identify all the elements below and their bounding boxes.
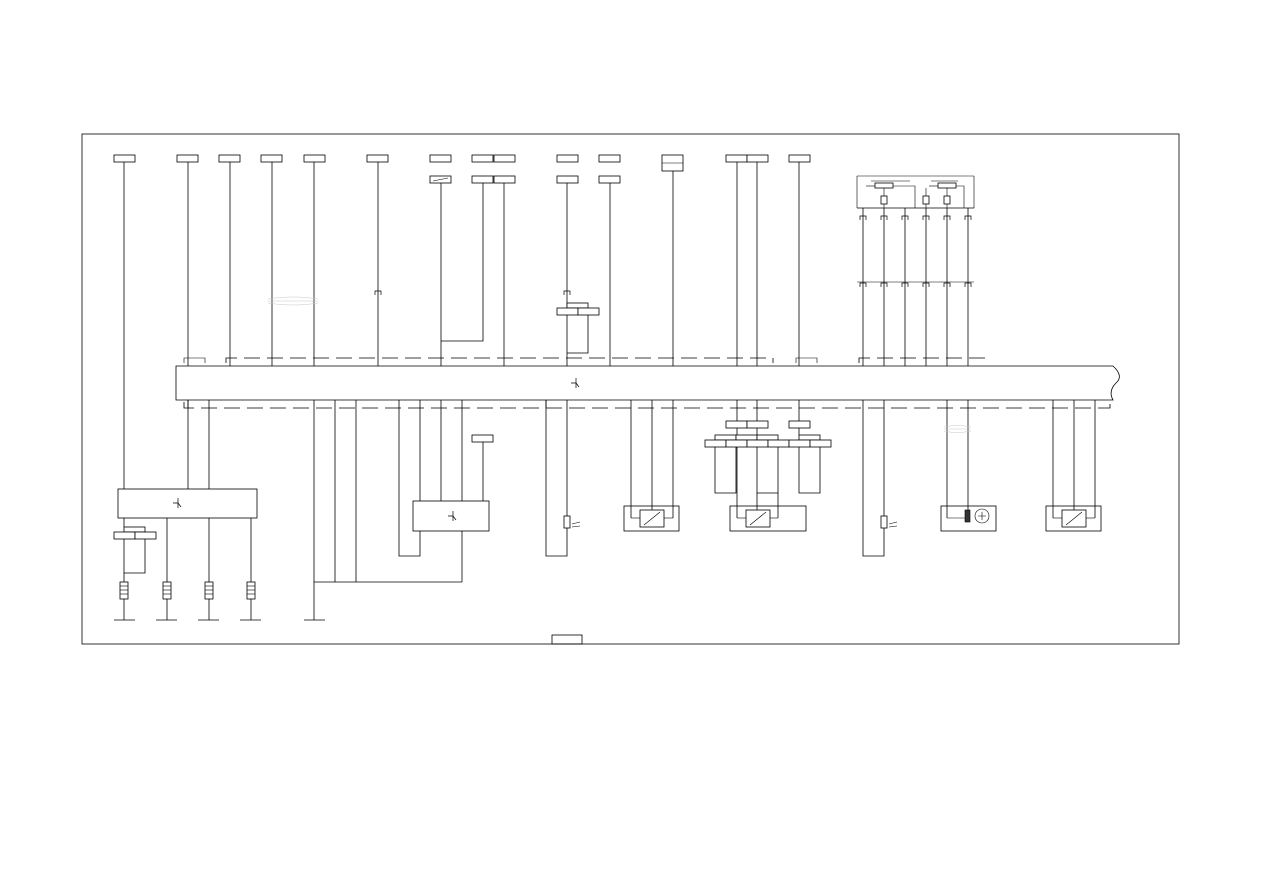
- resistor-icon: [162, 581, 172, 600]
- connector-tab: [493, 175, 516, 184]
- motor-icon: [964, 509, 971, 523]
- resistor-icon: [880, 195, 888, 205]
- connector-tab: [725, 154, 748, 163]
- temp-sensor-left: [545, 400, 581, 557]
- shield-bottom: [183, 402, 1111, 409]
- connector-tab: [556, 154, 579, 163]
- top-wires: [123, 162, 800, 489]
- control-module: [117, 488, 258, 519]
- connector-tab: [746, 154, 769, 163]
- motor-assembly: [940, 400, 997, 532]
- sensor-group: [856, 175, 975, 283]
- connector-tab: [788, 154, 811, 163]
- actuator-housing: [1045, 505, 1102, 532]
- connector-tab: [471, 175, 494, 184]
- ground-bus: [313, 400, 462, 620]
- actuator-2: [729, 505, 807, 532]
- top-connectors: [113, 154, 811, 184]
- main-harness: [175, 365, 1120, 401]
- harness-drops: [187, 400, 547, 408]
- sensor-wires: [859, 208, 972, 366]
- resistor-icon: [874, 182, 894, 189]
- connector-tab: [471, 154, 494, 163]
- connector-tab: [429, 154, 452, 163]
- left-module: [113, 400, 258, 620]
- connector-tab: [113, 531, 136, 540]
- temp-sensor-right: [862, 400, 898, 557]
- connector-tab: [113, 154, 136, 163]
- resistor-icon: [922, 195, 930, 205]
- connector-tab: [556, 175, 579, 184]
- actuator-housing: [940, 505, 997, 532]
- connector-tab: [493, 154, 516, 163]
- connector-tab: [260, 154, 283, 163]
- motor-icon: [974, 508, 990, 524]
- module-icon: [173, 498, 182, 508]
- actuator-1: [623, 400, 680, 532]
- diagram-frame: [81, 133, 1180, 645]
- ground-resistors: [119, 581, 256, 600]
- module-icon: [448, 511, 457, 521]
- multi-connector-group: [704, 400, 832, 518]
- actuator-housing: [729, 505, 807, 532]
- resistor-icon: [937, 182, 957, 189]
- inline-connector-block: [556, 302, 600, 366]
- resistor-icon: [204, 581, 214, 600]
- resistor-icon: [880, 515, 888, 529]
- module-icon: [571, 378, 580, 388]
- connector-tab: [598, 154, 621, 163]
- connector-tab: [218, 154, 241, 163]
- actuator-3: [1045, 400, 1102, 532]
- inline-splices: [267, 290, 571, 306]
- connector-tab: [598, 175, 621, 184]
- connector-tab: [176, 154, 199, 163]
- resistor-icon: [943, 195, 951, 205]
- connector-tab: [471, 434, 494, 443]
- resistor-icon: [119, 581, 129, 600]
- connector-tab: [303, 154, 326, 163]
- middle-module: [398, 400, 494, 582]
- connector-tab: [134, 531, 157, 540]
- frame-bottom-tab: [551, 634, 583, 645]
- actuator-housing: [623, 505, 680, 532]
- connector-tab: [366, 154, 389, 163]
- resistor-icon: [563, 515, 571, 529]
- resistor-icon: [246, 581, 256, 600]
- shield-top: [183, 357, 986, 363]
